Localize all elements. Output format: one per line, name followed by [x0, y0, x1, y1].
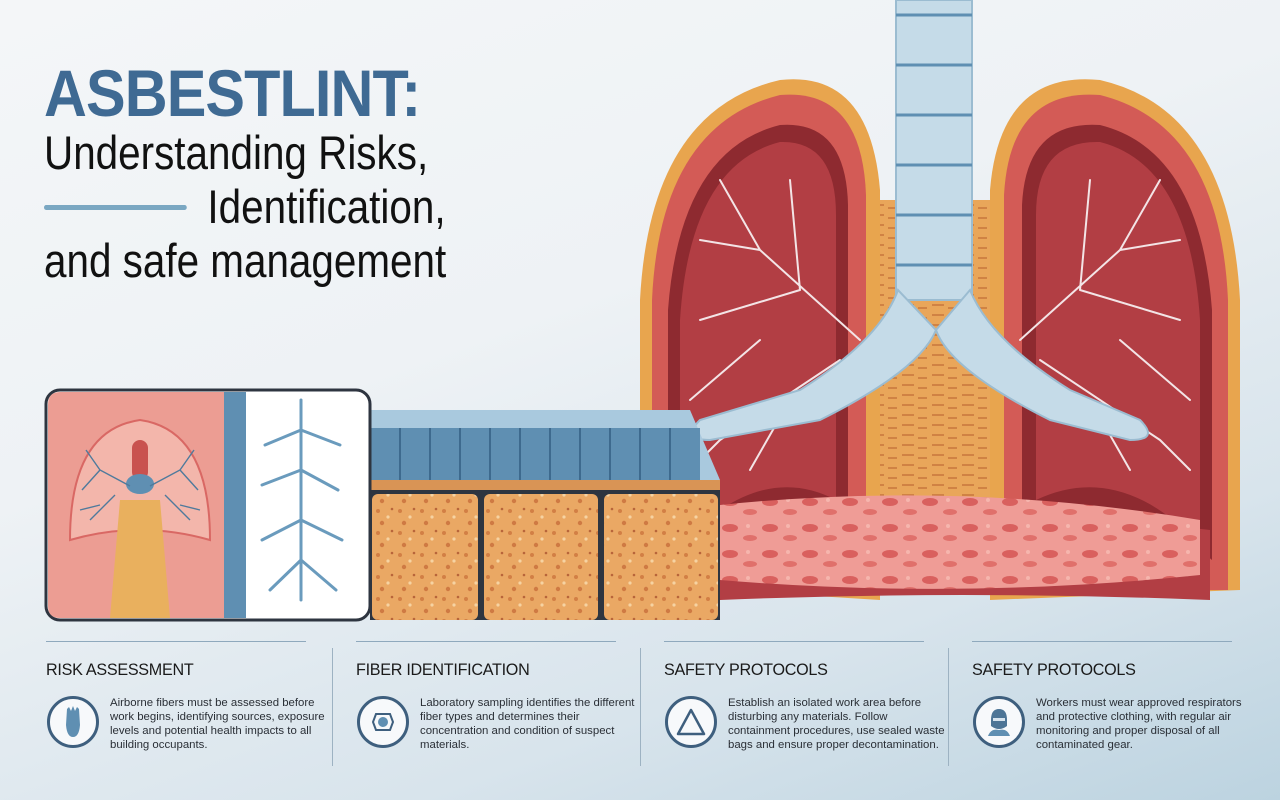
- card-divider: [664, 641, 924, 642]
- protective-mask-icon: [973, 696, 1025, 748]
- card-title: RISK ASSESSMENT: [46, 660, 194, 679]
- anatomy-illustration: [44, 0, 1240, 622]
- insulation-blocks: [370, 410, 720, 620]
- card-divider: [46, 641, 306, 642]
- card-body: Airborne fibers must be assessed before …: [110, 697, 325, 751]
- info-cards: RISK ASSESSMENT Airborne fibers must be …: [0, 640, 1280, 800]
- card-title: SAFETY PROTOCOLS: [972, 660, 1136, 679]
- title-block: ASBESTLINT: Understanding Risks, Identif…: [44, 60, 644, 288]
- card-divider: [356, 641, 616, 642]
- card-title: FIBER IDENTIFICATION: [356, 660, 530, 679]
- subtitle-line-2: Identification,: [207, 180, 446, 233]
- fiber-bundle-icon: [47, 696, 99, 748]
- warning-triangle-icon: [665, 696, 717, 748]
- card-body: Workers must wear approved respirators a…: [1036, 697, 1242, 751]
- card-safety-protocols-1: SAFETY PROTOCOLS Establish an isolated w…: [664, 640, 954, 780]
- magnifier-sample-icon: [357, 696, 409, 748]
- card-body: Laboratory sampling identifies the diffe…: [420, 697, 635, 751]
- card-safety-protocols-2: SAFETY PROTOCOLS Workers must wear appro…: [972, 640, 1262, 780]
- card-separator: [948, 648, 949, 766]
- card-title: SAFETY PROTOCOLS: [664, 660, 828, 679]
- lungs-main: [640, 0, 1240, 600]
- card-separator: [640, 648, 641, 766]
- subtitle-line-3: and safe management: [44, 234, 447, 287]
- card-risk-assessment: RISK ASSESSMENT Airborne fibers must be …: [46, 640, 336, 780]
- card-separator: [332, 648, 333, 766]
- subtitle-line-1: Understanding Risks,: [44, 126, 429, 179]
- page-title: ASBESTLINT:: [44, 56, 421, 130]
- card-fiber-identification: FIBER IDENTIFICATION Laboratory sampling…: [356, 640, 646, 780]
- inset-panel: [44, 388, 372, 622]
- subtitle-line-2-row: Identification,: [44, 180, 560, 234]
- accent-rule: [44, 204, 187, 210]
- card-body: Establish an isolated work area before d…: [728, 697, 945, 751]
- card-divider: [972, 641, 1232, 642]
